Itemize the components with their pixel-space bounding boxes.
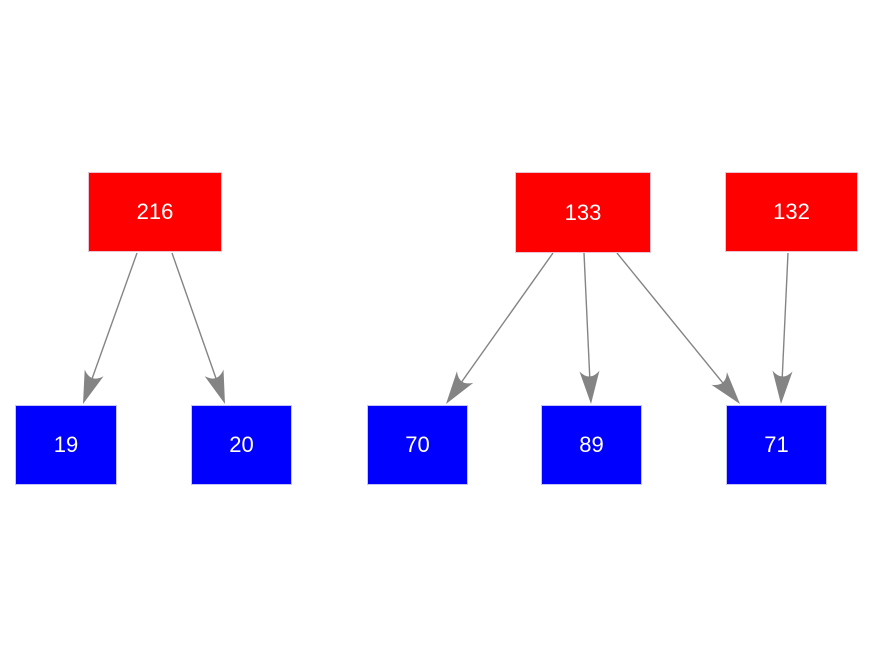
edge-216-19 (83, 252, 138, 404)
edge-line (781, 252, 789, 379)
node-70[interactable]: 70 (367, 405, 468, 485)
edge-line (460, 252, 554, 384)
arrowhead-icon (772, 370, 793, 404)
node-71[interactable]: 71 (726, 405, 827, 485)
node-label: 71 (764, 432, 789, 457)
node-label: 216 (136, 199, 174, 224)
node-label: 70 (405, 432, 430, 457)
node-132[interactable]: 132 (725, 172, 858, 252)
edge-line (171, 252, 218, 380)
arrowhead-icon (446, 371, 474, 404)
edge-line (583, 252, 591, 379)
node-89[interactable]: 89 (541, 405, 642, 485)
node-label: 133 (564, 199, 602, 225)
arrowhead-icon (579, 370, 600, 404)
edge-132-71 (772, 252, 793, 404)
edge-line (616, 252, 725, 385)
arrowhead-icon (711, 372, 740, 404)
arrowhead-icon (83, 369, 104, 404)
node-label: 20 (229, 432, 254, 457)
node-216[interactable]: 216 (88, 172, 222, 252)
edge-line (91, 252, 138, 380)
node-19[interactable]: 19 (15, 405, 117, 485)
edge-133-71 (616, 252, 740, 404)
node-label: 89 (579, 432, 604, 457)
node-20[interactable]: 20 (191, 405, 292, 485)
node-label: 19 (53, 432, 79, 457)
edge-133-89 (579, 252, 600, 404)
edge-133-70 (446, 252, 554, 404)
edge-216-20 (171, 252, 225, 404)
arrowhead-icon (204, 369, 225, 404)
node-133[interactable]: 133 (515, 172, 651, 253)
node-label: 132 (773, 199, 810, 224)
